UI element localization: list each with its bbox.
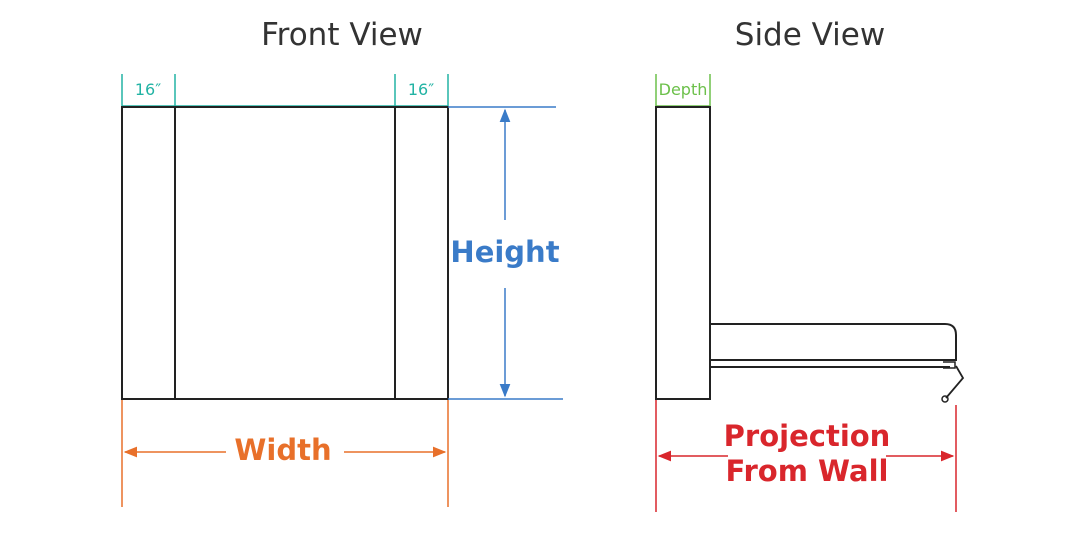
front-cabinet-outline xyxy=(121,106,449,400)
depth-label: Depth xyxy=(659,80,708,99)
width-label: Width xyxy=(234,433,331,467)
side-cabinet-outline xyxy=(655,106,711,400)
projection-label-line2: From Wall xyxy=(726,454,889,488)
height-label: Height xyxy=(450,235,559,269)
side-panel-width-markers xyxy=(121,74,449,107)
left-panel-width-label: 16″ xyxy=(135,80,161,99)
height-dimension xyxy=(448,106,563,400)
bed-platform xyxy=(710,323,965,403)
projection-dimension xyxy=(655,400,957,512)
side-view-title: Side View xyxy=(735,17,885,53)
width-dimension xyxy=(121,400,449,507)
projection-label-line1: Projection xyxy=(724,419,891,453)
right-panel-width-label: 16″ xyxy=(408,80,434,99)
front-view-title: Front View xyxy=(261,17,423,53)
